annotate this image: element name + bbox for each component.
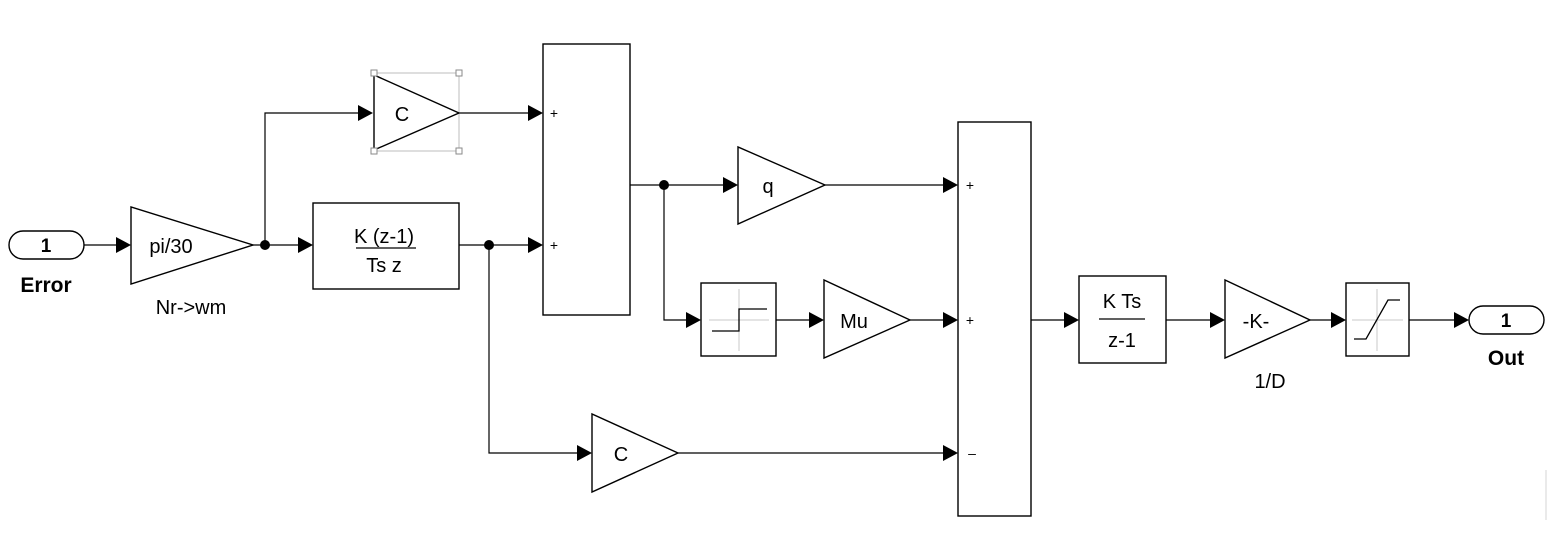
- inport-number: 1: [41, 236, 52, 257]
- transfer-denominator: z-1: [1108, 330, 1136, 352]
- branch-point: [659, 180, 669, 190]
- gain-block-nr-wm[interactable]: pi/30 Nr->wm: [130, 206, 256, 319]
- arrowheads: [116, 105, 1469, 461]
- resize-handle[interactable]: [455, 69, 463, 77]
- arrowhead: [528, 237, 543, 253]
- sum-block-1[interactable]: + +: [542, 43, 631, 316]
- arrowhead: [1210, 312, 1225, 328]
- outport-block[interactable]: 1 Out: [1468, 305, 1545, 370]
- relay-step-icon: [712, 308, 767, 332]
- saturation-block[interactable]: [1345, 282, 1410, 357]
- discrete-integrator-block[interactable]: K Ts z-1: [1078, 275, 1167, 364]
- inport-block[interactable]: 1 Error: [8, 230, 85, 297]
- wire-branch-to-c-bottom[interactable]: [488, 245, 577, 454]
- arrowhead: [358, 105, 373, 121]
- discrete-derivative-block[interactable]: K (z-1) Ts z: [312, 202, 460, 290]
- wire-branch-to-relay[interactable]: [663, 185, 686, 321]
- arrowhead: [528, 105, 543, 121]
- arrowhead: [686, 312, 701, 328]
- arrowhead: [298, 237, 313, 253]
- gain-block-q[interactable]: q: [737, 145, 827, 226]
- arrowhead: [943, 177, 958, 193]
- sum-sign: +: [966, 177, 974, 193]
- resize-handle[interactable]: [370, 69, 378, 77]
- arrowhead: [116, 237, 131, 253]
- arrowhead: [1454, 312, 1469, 328]
- gain-label: 1/D: [1254, 371, 1285, 393]
- gain-value: -K-: [1243, 311, 1270, 333]
- sum-block-2[interactable]: + + –: [957, 121, 1032, 517]
- sum-sign: +: [966, 312, 974, 328]
- gain-value: q: [762, 176, 773, 198]
- gain-block-mu[interactable]: Mu: [823, 278, 912, 360]
- arrowhead: [577, 445, 592, 461]
- arrowhead: [943, 312, 958, 328]
- gain-label: Nr->wm: [156, 297, 227, 319]
- branch-point: [484, 240, 494, 250]
- outport-label: Out: [1488, 347, 1524, 370]
- signal-lines: [84, 112, 1454, 454]
- relay-block[interactable]: [700, 282, 777, 357]
- saturation-icon: [1354, 299, 1400, 340]
- branch-point: [260, 240, 270, 250]
- gain-value: C: [614, 444, 628, 466]
- sum-sign: +: [550, 105, 558, 121]
- resize-handle[interactable]: [455, 147, 463, 155]
- branch-points: [260, 180, 669, 250]
- sum-sign: +: [550, 237, 558, 253]
- arrowhead: [1331, 312, 1346, 328]
- wire-branch-to-c-top[interactable]: [264, 112, 358, 245]
- transfer-denominator: Ts z: [366, 255, 402, 277]
- transfer-numerator: K (z-1): [354, 226, 414, 248]
- gain-block-c-bottom[interactable]: C: [591, 412, 680, 494]
- arrowhead: [1064, 312, 1079, 328]
- transfer-numerator: K Ts: [1103, 291, 1142, 313]
- resize-handle[interactable]: [370, 147, 378, 155]
- outport-number: 1: [1501, 311, 1512, 332]
- arrowhead: [943, 445, 958, 461]
- sum-sign: –: [968, 445, 976, 461]
- gain-block-k[interactable]: -K- 1/D: [1224, 278, 1312, 393]
- gain-value: Mu: [840, 311, 868, 333]
- inport-label: Error: [20, 274, 71, 297]
- gain-value: pi/30: [149, 236, 192, 258]
- arrowhead: [809, 312, 824, 328]
- gain-block-c-top[interactable]: C: [370, 69, 463, 155]
- arrowhead: [723, 177, 738, 193]
- gain-value: C: [395, 104, 409, 126]
